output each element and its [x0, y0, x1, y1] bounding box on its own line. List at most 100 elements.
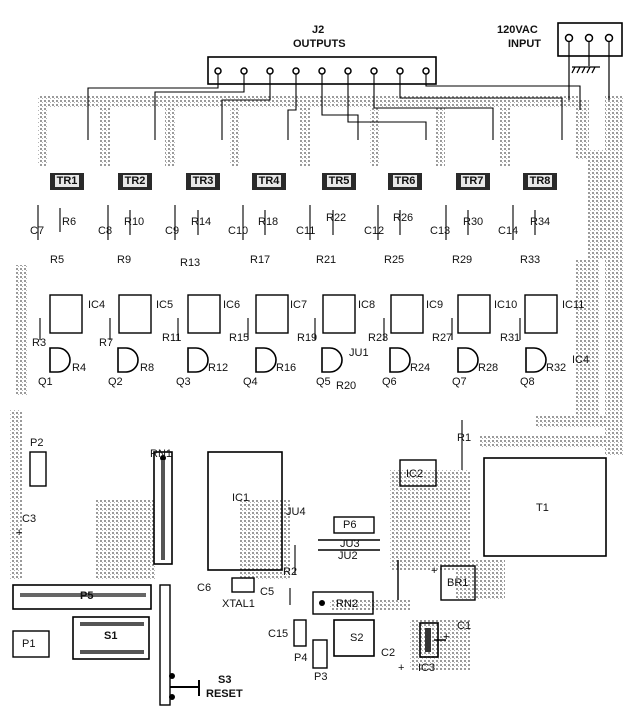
label-c1-plus: +: [443, 631, 450, 643]
component-outlines: [12, 205, 607, 706]
label-r34: R34: [530, 216, 551, 228]
label-r18: R18: [258, 216, 279, 228]
label-c10: C10: [228, 225, 249, 237]
label-r27: R27: [432, 332, 453, 344]
triac-tr3: TR3: [186, 173, 220, 190]
label-r21: R21: [316, 254, 337, 266]
label-r23: R23: [368, 332, 389, 344]
label-q5: Q5: [316, 376, 331, 388]
label-ic9: IC9: [426, 299, 444, 311]
label-ic7: IC7: [290, 299, 308, 311]
label-p6: P6: [343, 519, 357, 531]
triac-tr4: TR4: [252, 173, 286, 190]
outputs-label: OUTPUTS: [293, 38, 346, 50]
label-p2: P2: [30, 437, 44, 449]
label-xtal1: XTAL1: [222, 598, 255, 610]
label-ic4-secondary: IC4: [572, 354, 590, 366]
ac-label-line2: INPUT: [508, 38, 541, 50]
label-r29: R29: [452, 254, 473, 266]
label-c2-plus: +: [398, 662, 405, 674]
label-r6: R6: [62, 216, 77, 228]
label-r33: R33: [520, 254, 541, 266]
label-c11: C11: [296, 225, 316, 237]
label-ju4: JU4: [286, 506, 306, 518]
label-p5: P5: [80, 590, 94, 602]
label-c3-plus: +: [16, 527, 23, 539]
label-c1: C1: [457, 620, 472, 632]
triac-tr6: TR6: [388, 173, 422, 190]
label-q4: Q4: [243, 376, 258, 388]
label-r5: R5: [50, 254, 65, 266]
ac-label-line1: 120VAC: [497, 24, 538, 36]
label-c15: C15: [268, 628, 289, 640]
label-q1: Q1: [38, 376, 53, 388]
label-ic6: IC6: [223, 299, 241, 311]
label-r19: R19: [297, 332, 318, 344]
label-r3: R3: [32, 337, 47, 349]
label-r20: R20: [336, 380, 357, 392]
label-ic11: IC11: [562, 299, 585, 311]
label-s2: S2: [350, 632, 364, 644]
label-c12: C12: [364, 225, 385, 237]
label-r2: R2: [283, 566, 298, 578]
label-c2: C2: [381, 647, 396, 659]
label-p3: P3: [314, 671, 328, 683]
label-s1: S1: [104, 630, 118, 642]
label-r1: R1: [457, 432, 472, 444]
label-r26: R26: [393, 212, 414, 224]
label-r22: R22: [326, 212, 347, 224]
label-r12: R12: [208, 362, 229, 374]
label-ju3: JU3: [340, 538, 360, 550]
label-r7: R7: [99, 337, 114, 349]
label-c13: C13: [430, 225, 451, 237]
label-ic1: IC1: [232, 492, 250, 504]
label-t1: T1: [536, 502, 549, 514]
triac-tr1: TR1: [50, 173, 84, 190]
label-ic5: IC5: [156, 299, 174, 311]
component-pins: [20, 455, 431, 700]
label-r32: R32: [546, 362, 567, 374]
label-c8: C8: [98, 225, 113, 237]
label-s3: S3: [218, 674, 232, 686]
label-r11: R11: [162, 332, 182, 344]
label-r13: R13: [180, 257, 201, 269]
ac-input-connector: [557, 22, 623, 100]
label-r28: R28: [478, 362, 499, 374]
label-q3: Q3: [176, 376, 191, 388]
label-reset: RESET: [206, 688, 243, 700]
label-rn1: RN1: [150, 448, 173, 460]
label-r17: R17: [250, 254, 271, 266]
label-ju2: JU2: [338, 550, 358, 562]
label-r8: R8: [140, 362, 155, 374]
label-c6: C6: [197, 582, 212, 594]
label-q7: Q7: [452, 376, 467, 388]
label-ic2: IC2: [406, 468, 424, 480]
label-r31: R31: [500, 332, 521, 344]
label-r14: R14: [191, 216, 212, 228]
label-r30: R30: [463, 216, 484, 228]
label-r24: R24: [410, 362, 431, 374]
label-r25: R25: [384, 254, 405, 266]
output-wiring: [87, 74, 581, 140]
label-q8: Q8: [520, 376, 535, 388]
label-br1: BR1: [447, 577, 469, 589]
label-ic3: IC3: [418, 662, 436, 674]
triac-tr5: TR5: [322, 173, 356, 190]
label-br1-plus: +: [431, 565, 438, 577]
label-ic10: IC10: [494, 299, 518, 311]
label-q6: Q6: [382, 376, 397, 388]
label-ic4: IC4: [88, 299, 106, 311]
triac-tr7: TR7: [456, 173, 490, 190]
label-r16: R16: [276, 362, 297, 374]
label-p4: P4: [294, 652, 308, 664]
label-p1: P1: [22, 638, 36, 650]
label-c7: C7: [30, 225, 45, 237]
label-r15: R15: [229, 332, 250, 344]
label-c5: C5: [260, 586, 275, 598]
label-c14: C14: [498, 225, 519, 237]
triac-tr2: TR2: [118, 173, 152, 190]
label-rn2: RN2: [336, 598, 359, 610]
label-c9: C9: [165, 225, 180, 237]
